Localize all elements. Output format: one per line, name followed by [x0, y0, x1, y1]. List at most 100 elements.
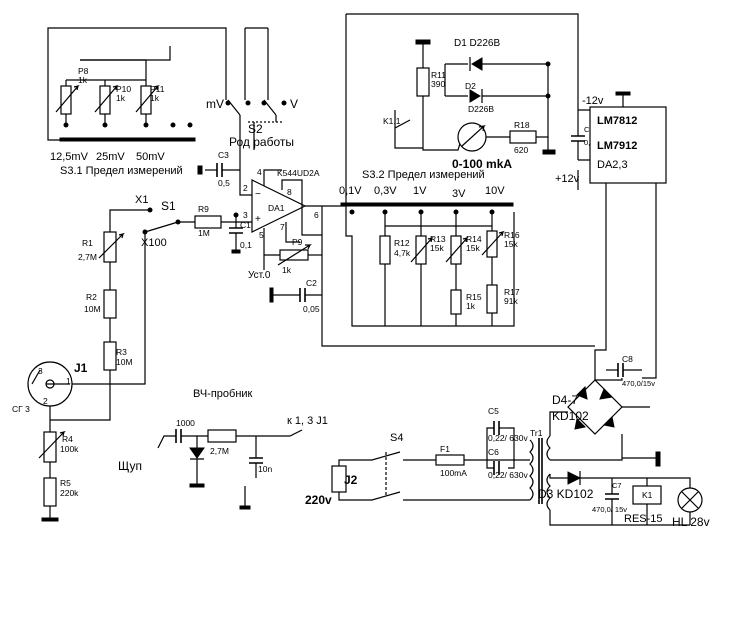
range-25mv: 25mV: [96, 151, 125, 163]
r3-value: 10M: [116, 357, 133, 367]
r1-value: 2,7M: [78, 252, 97, 262]
probe-c-label: 1000: [176, 418, 195, 428]
c6-value: 0,22/ 630v: [488, 470, 528, 480]
p8-label: P8: [78, 66, 89, 76]
c8-value: 470,0/15v: [622, 379, 655, 388]
p11-label: P11: [150, 84, 165, 94]
r13-value: 15k: [430, 243, 444, 253]
sg3-label: СГ 3: [12, 404, 30, 414]
range-0-3v: 0,3V: [374, 185, 397, 197]
s2-label: S2: [248, 122, 263, 136]
input-divider: X1 X100 S1 R9 1M R1 2,7M R2 10M R3 10M: [70, 194, 252, 421]
s2-mode-label: Род работы: [229, 135, 294, 149]
range-0-1v: 0,1V: [339, 185, 362, 197]
p11-value: 1k: [150, 93, 160, 103]
bridge-label: D4-7: [552, 393, 578, 407]
svg-text:4: 4: [257, 167, 262, 177]
r5-resistor: [43, 477, 57, 507]
r4-label: R4: [62, 434, 73, 444]
d2-label: D2: [465, 81, 476, 91]
lamp-label: HL 28v: [672, 515, 710, 529]
c1-value: 0,1: [240, 240, 252, 250]
r13-label: R13: [430, 234, 446, 244]
svg-text:7: 7: [280, 222, 285, 232]
x1-label: X1: [135, 194, 148, 206]
s3-2-range-section: S3.2 Предел измерений 0,1V 0,3V 1V 3V 10…: [339, 169, 520, 327]
c3-label: C3: [218, 150, 229, 160]
p9-label: P9: [292, 237, 303, 247]
svg-text:2: 2: [43, 396, 48, 406]
p10-value: 1k: [116, 93, 126, 103]
s4-label: S4: [390, 432, 403, 444]
da1-opamp: − + K544UD2A DA1 2 3 4 5 6 7 8: [243, 167, 595, 347]
c2-value: 0,05: [303, 304, 320, 314]
s2-v-label: V: [290, 97, 298, 111]
probe-title: ВЧ-пробник: [193, 388, 253, 400]
r15-label: R15: [466, 292, 482, 302]
r15-value: 1k: [466, 301, 476, 311]
c8-label: C8: [622, 354, 633, 364]
s3-1-range-section: P8 1k P10 1k P11 1k 12,5mV 25mV 50mV S3.…: [47, 27, 227, 177]
c3-capacitor: C3 0,5: [197, 150, 240, 188]
j2-label: J2: [344, 473, 358, 487]
c4-value: 0,1: [584, 138, 594, 147]
r12-resistor: [379, 235, 391, 265]
reg-da23: DA2,3: [597, 159, 628, 171]
d3-label: D3 KD102: [538, 487, 594, 501]
probe-c2-label: 10n: [258, 464, 272, 474]
r2-label: R2: [86, 292, 97, 302]
r2-value: 10M: [84, 304, 101, 314]
r17-value: 91k: [504, 296, 518, 306]
meter-section: R11 390 D1 D226B D2 D226B R18 620 0-100 …: [345, 13, 604, 206]
svg-text:2: 2: [243, 183, 248, 193]
da1-type: K544UD2A: [277, 168, 320, 178]
probe-tip-label: Щуп: [118, 459, 142, 473]
k1-1-label: K1.1: [383, 116, 401, 126]
svg-text:3: 3: [243, 210, 248, 220]
r9-label: R9: [198, 204, 209, 214]
r14-label: R14: [466, 234, 482, 244]
c2-label: C2: [306, 278, 317, 288]
r15-resistor: [450, 289, 462, 315]
r9-value: 1M: [198, 228, 210, 238]
d1-label: D1 D226B: [454, 38, 500, 49]
x100-label: X100: [141, 237, 167, 249]
c5-label: C5: [488, 406, 499, 416]
c7-value: 470,0/ 15v: [592, 505, 627, 514]
r16-value: 15k: [504, 239, 518, 249]
r5-label: R5: [60, 478, 71, 488]
p8-value: 1k: [78, 75, 88, 85]
probe-r: [207, 429, 237, 443]
r4-value: 100k: [60, 444, 79, 454]
c1-label: C1: [240, 220, 251, 230]
r17-resistor: [486, 284, 498, 314]
r18-resistor: [509, 130, 537, 144]
da1-label: DA1: [268, 203, 285, 213]
range-12-5mv: 12,5mV: [50, 151, 89, 163]
f1-fuse: [435, 454, 465, 466]
range-3v: 3V: [452, 188, 466, 200]
r11-label: R11: [431, 70, 446, 80]
svg-text:1: 1: [66, 376, 71, 386]
r18-value: 620: [514, 145, 528, 155]
mains-label: 220v: [305, 493, 332, 507]
d2-value: D226B: [468, 104, 494, 114]
svg-text:8: 8: [287, 187, 292, 197]
r12-label: R12: [394, 238, 410, 248]
range-1v: 1V: [413, 185, 427, 197]
regulator-block: LM7812 LM7912 DA2,3: [578, 91, 667, 380]
r12-value: 4,7k: [394, 248, 411, 258]
regulator-box: [589, 106, 667, 184]
meter-label: 0-100 mkA: [452, 157, 512, 171]
c5-value: 0,22/ 630v: [488, 433, 528, 443]
probe-r-label: 2,7M: [210, 446, 229, 456]
j1-label: J1: [74, 361, 88, 375]
s2-mv-label: mV: [206, 97, 224, 111]
r11-resistor: [416, 67, 430, 97]
mains-section: J2 220v S4 F1 100mA C5 0,22/ 630v C6 0,2…: [305, 406, 551, 511]
r11-value: 390: [431, 79, 445, 89]
range-50mv: 50mV: [136, 151, 165, 163]
j1-connector: J1 1 2 3 СГ 3: [12, 361, 88, 421]
c7-label: C7: [612, 481, 622, 490]
